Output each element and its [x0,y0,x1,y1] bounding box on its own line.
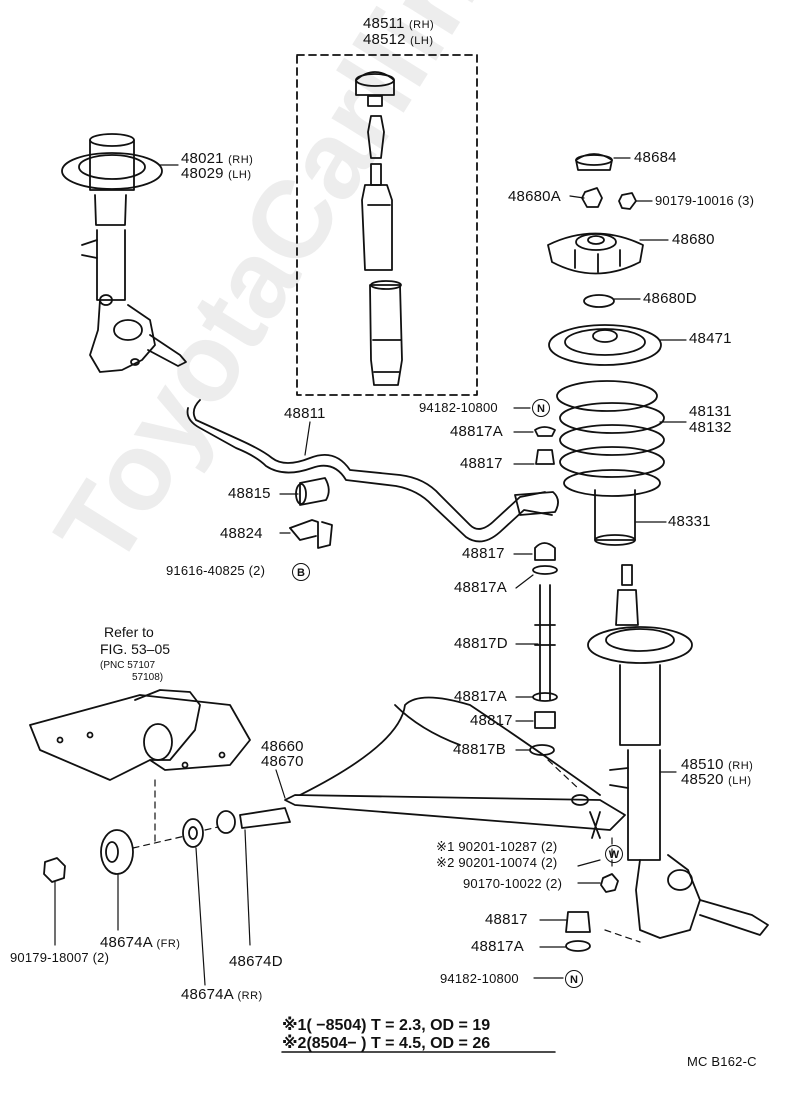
label-48817A-4: 48817A [471,938,524,955]
refer-line4: 57108) [132,672,164,683]
label-48331: 48331 [668,513,711,530]
label-90201-10074: ※2 90201-10074 (2) [436,855,558,870]
label-48029: 48029 (LH) [181,165,252,182]
alignment-lines [132,759,641,943]
diagram-code: MC B162-C [687,1054,757,1069]
label-48674D: 48674D [229,953,283,970]
upper-support-parts [547,153,644,308]
suspension-member [29,689,251,781]
label-48511: 48511 (RH) [363,15,435,32]
label-48021: 48021 (RH) [181,150,254,167]
bushing-parts [43,818,204,883]
callout-w-icon: W [605,845,623,863]
label-48510: 48510 (RH) [681,756,754,773]
label-48670: 48670 [261,753,304,770]
stabilizer-bar [186,399,559,543]
label-48132: 48132 [689,419,732,436]
label-48815: 48815 [228,485,271,502]
label-48520: 48520 (LH) [681,771,752,788]
callout-n-icon: N [532,399,550,417]
right-strut-assembly [587,564,769,939]
label-48817A-2: 48817A [454,579,507,596]
label-48674A-rr: 48674A (RR) [181,986,263,1003]
label-90170-10022: 90170-10022 (2) [463,876,563,891]
label-48680A: 48680A [508,188,561,205]
lower-right-parts [565,873,619,952]
note-2: ※2(8504− ) T = 4.5, OD = 26 [282,1035,491,1052]
callout-b-icon: B [292,563,310,581]
label-90201-10287: ※1 90201-10287 (2) [436,839,558,854]
label-48684: 48684 [634,149,677,166]
callout-n-icon-bottom: N [565,970,583,988]
label-48680: 48680 [672,231,715,248]
label-48680D: 48680D [643,290,697,307]
label-48817D: 48817D [454,635,508,652]
bound-stopper [594,489,636,546]
label-90179-10016: 90179-10016 (3) [655,193,755,208]
label-48811: 48811 [284,405,326,422]
label-48674A-fr: 48674A (FR) [100,934,181,951]
note-1: ※1( −8504) T = 2.3, OD = 19 [282,1017,491,1034]
label-48660: 48660 [261,738,304,755]
stabilizer-bracket [289,519,333,549]
refer-line2: FIG. 53–05 [100,641,171,657]
shock-absorber-box [296,54,478,396]
label-48817-2: 48817 [462,545,505,562]
label-48817B: 48817B [453,741,506,758]
shock-absorber-cartridge [355,71,403,386]
coil-spring [556,380,665,497]
spring-insulator [548,324,662,366]
label-94182-bottom: 94182-10800 [440,971,519,986]
label-48817A-3: 48817A [454,688,507,705]
label-48817A-1: 48817A [450,423,503,440]
label-48824: 48824 [220,525,263,542]
left-strut-assembly [61,133,187,373]
label-91616-40825: 91616-40825 (2) [166,563,266,578]
stabilizer-link [529,426,558,756]
label-94182-top: 94182-10800 [419,400,498,415]
label-48512: 48512 (LH) [363,31,434,48]
refer-line1: Refer to [104,624,154,640]
label-48817-3: 48817 [470,712,513,729]
refer-line3: (PNC 57107 [100,660,156,671]
label-48817-4: 48817 [485,911,528,928]
leader-lines [54,157,687,986]
stabilizer-bushing [295,477,330,506]
label-48471: 48471 [689,330,732,347]
label-48817-1: 48817 [460,455,503,472]
label-90179-18007: 90179-18007 (2) [10,950,110,965]
label-48131: 48131 [689,403,732,420]
lower-control-arm [216,696,626,839]
